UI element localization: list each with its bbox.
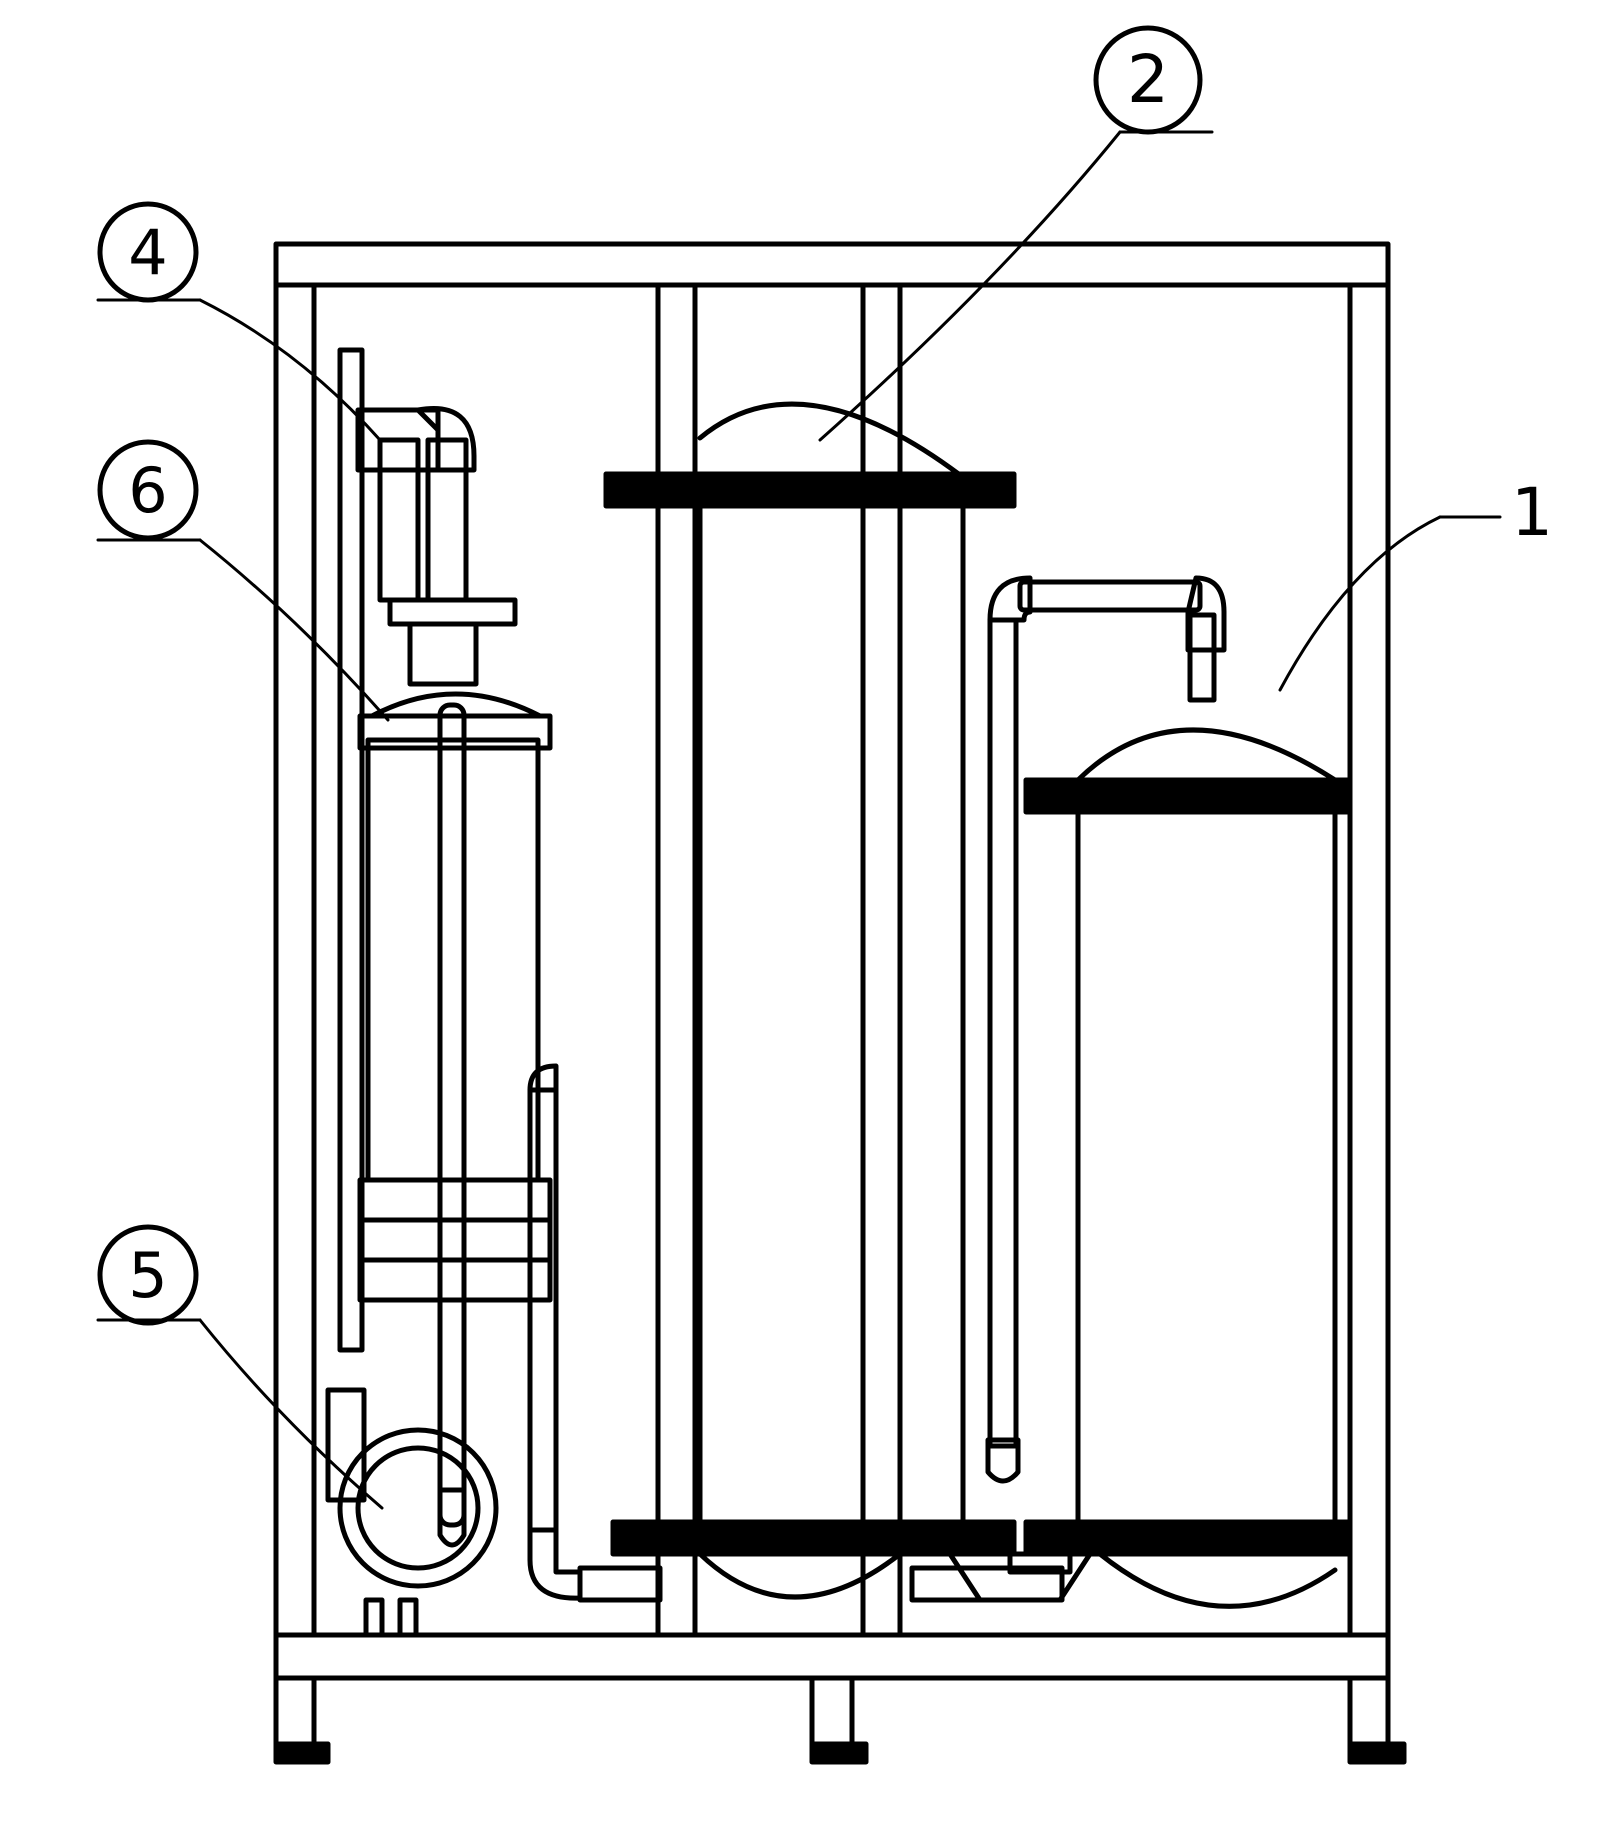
tank-1-bottom-dome — [1097, 1551, 1338, 1609]
leg-left — [273, 1675, 317, 1753]
leader-5 — [198, 1318, 384, 1510]
filter-body — [365, 737, 541, 1183]
filter-stem — [407, 621, 479, 687]
center-post-1 — [655, 282, 698, 1638]
filter-bottom-cap-3 — [357, 1257, 553, 1303]
label-4: 4 — [128, 216, 167, 289]
tank-1-elbow-left — [987, 575, 1033, 623]
leg-left-foot — [273, 1741, 331, 1765]
tank-1-vertical-pipe — [987, 617, 1019, 1449]
pump-base-right — [397, 1597, 419, 1638]
leader-lines — [96, 130, 1502, 1510]
filter-top-elbow — [415, 406, 477, 473]
frame-top-beam — [273, 241, 1391, 288]
pump-outlet — [437, 1487, 467, 1548]
leg-center — [809, 1675, 855, 1753]
filter-side-plate — [337, 347, 365, 1353]
tank-1-upper-band — [1023, 777, 1351, 815]
pump-housing — [325, 1387, 367, 1503]
label-circles — [97, 25, 1203, 1326]
label-circle-6 — [97, 439, 199, 541]
leader-1 — [1278, 515, 1442, 692]
center-post-2 — [860, 282, 903, 1638]
label-6: 6 — [128, 454, 167, 527]
pipe-elbow-left — [527, 1527, 583, 1601]
frame-bottom-beam — [273, 1632, 1391, 1681]
label-circle-4 — [97, 201, 199, 303]
filter-side-pipe — [527, 1087, 559, 1533]
leader-2 — [818, 130, 1122, 442]
tank-1-top-dome — [1075, 727, 1338, 783]
label-circle-5 — [97, 1224, 199, 1326]
leader-4 — [198, 298, 382, 442]
pump-base-left — [363, 1597, 385, 1638]
label-circle-2 — [1093, 25, 1203, 135]
pump-outer — [337, 1427, 499, 1589]
tank-2 — [603, 401, 1017, 1600]
tank-1 — [985, 575, 1351, 1609]
filter-central-rod — [437, 702, 467, 1528]
tank-1-lower-band — [1023, 1519, 1351, 1557]
filter-top-dome — [369, 691, 543, 719]
filter-upper-tube — [377, 437, 421, 603]
label-5: 5 — [128, 1239, 167, 1312]
filter-upper-tube-2 — [425, 437, 469, 603]
frame — [273, 241, 1391, 1681]
pipe-segment-left — [577, 1565, 663, 1603]
pump — [325, 1387, 499, 1638]
filter-flange — [387, 597, 518, 627]
tank-2-upper-band — [603, 471, 1017, 509]
pump-inner — [355, 1445, 481, 1571]
label-2: 2 — [1127, 41, 1169, 118]
filter-bottom-cap-2 — [357, 1217, 553, 1263]
filter-side-elbow-top — [527, 1063, 559, 1093]
bottom-piping — [527, 1527, 1093, 1603]
filter-bottom-cap-1 — [357, 1177, 553, 1223]
tank-1-elbow-right — [1185, 575, 1227, 653]
leg-center-foot — [809, 1741, 869, 1765]
tank-1-neck — [1187, 612, 1217, 703]
tank-2-top-dome — [697, 401, 963, 478]
pipe-funnel — [947, 1551, 1093, 1603]
filter-unit — [337, 347, 559, 1533]
tank-1-top-pipe — [1017, 579, 1203, 613]
leg-right — [1347, 1675, 1391, 1753]
tank-2-lower-band — [610, 1519, 1017, 1557]
leg-right-foot — [1347, 1741, 1407, 1765]
tank-1-pipe-end — [985, 1437, 1021, 1484]
legs — [273, 1675, 1407, 1765]
leader-6 — [198, 538, 390, 722]
label-1: 1 — [1511, 474, 1553, 551]
tank-2-bottom-dome — [697, 1551, 903, 1600]
